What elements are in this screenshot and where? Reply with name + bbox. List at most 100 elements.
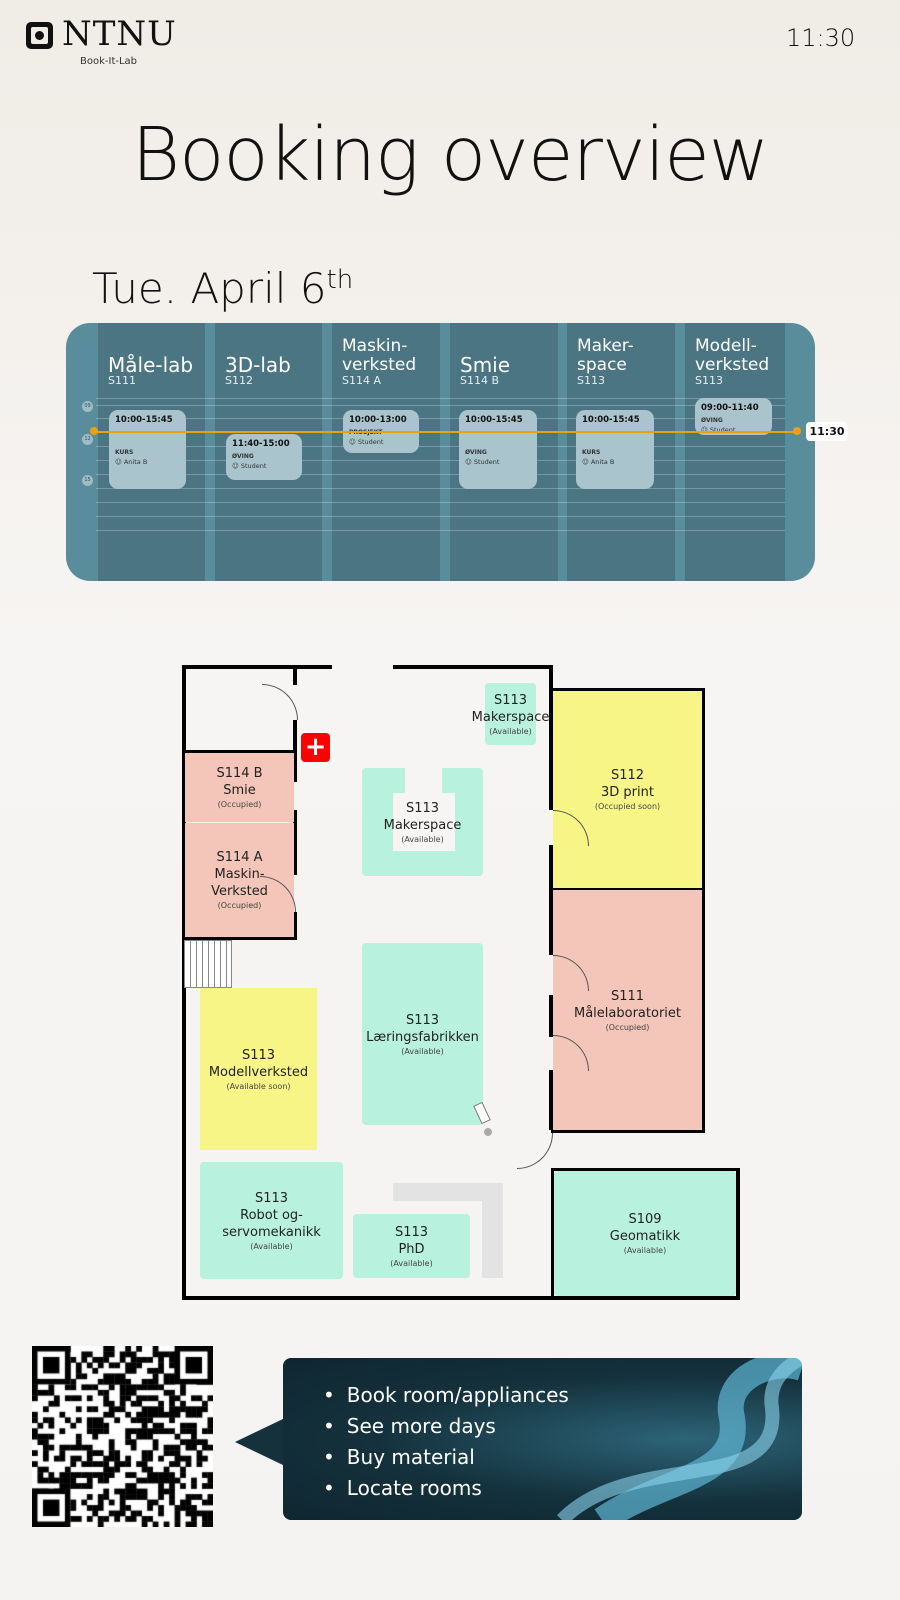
- first-aid-icon: +: [301, 733, 330, 762]
- room-name: Læringsfabrikken: [366, 1029, 479, 1045]
- promo-item: Locate rooms: [323, 1473, 569, 1504]
- clock: 11:30: [786, 24, 856, 52]
- booking-time: 10:00-15:45: [582, 415, 640, 425]
- booking-card[interactable]: 11:40-15:00 ØVING ☺ Student: [226, 434, 302, 480]
- booking-time: 10:00-13:00: [349, 415, 407, 425]
- room-code: S111: [610, 988, 645, 1004]
- wall: [551, 1130, 704, 1133]
- grid-line: [96, 446, 785, 447]
- booking-person: ☺ Student: [465, 458, 531, 466]
- room-status: (Occupied): [217, 901, 262, 910]
- room-name: Maskin- verksted: [342, 336, 417, 375]
- grid-line: [96, 418, 785, 419]
- wall: [736, 1168, 740, 1300]
- date-heading: Tue. April 6th: [92, 264, 353, 313]
- booking-card[interactable]: 09:00-11:40 ØVING ☺ Student: [695, 398, 772, 435]
- qr-code[interactable]: [32, 1346, 213, 1527]
- hour-label: 15: [82, 475, 93, 486]
- floor-room[interactable]: S113 Makerspace (Available): [472, 683, 549, 745]
- person-name: Student: [357, 438, 384, 446]
- dna-helix-icon: [556, 1358, 802, 1520]
- floor-room[interactable]: S111 Målelaboratoriet (Occupied): [553, 890, 702, 1130]
- promo-panel: Book room/appliances See more days Buy m…: [283, 1358, 802, 1520]
- room-name: Robot og- servomekanikk: [222, 1207, 321, 1240]
- booking-card[interactable]: 10:00-15:45 ØVING ☺ Student: [459, 410, 537, 489]
- promo-item: Book room/appliances: [323, 1380, 569, 1411]
- door: [517, 1133, 553, 1169]
- app-subtitle: Book-It-Lab: [80, 56, 138, 67]
- booking-timeline: Måle-lab S111 3D-lab S112 Maskin- verkst…: [66, 323, 815, 581]
- room-code: S112: [610, 768, 645, 783]
- current-time-line: [94, 431, 797, 433]
- room-column: Modell- verksted S113: [685, 323, 785, 581]
- floor-room[interactable]: S109 Geomatikk (Available): [554, 1171, 736, 1296]
- user-icon: ☺: [232, 462, 239, 470]
- room-code: S111: [108, 374, 136, 387]
- user-icon: ☺: [701, 426, 708, 434]
- hour-label: 09: [82, 401, 93, 412]
- floor-room[interactable]: S113 Robot og- servomekanikk (Available): [200, 1162, 343, 1279]
- room-status: (Available): [390, 1258, 433, 1268]
- booking-type: ØVING: [465, 449, 487, 456]
- stairs-icon: [184, 940, 232, 988]
- booking-card[interactable]: 10:00-15:45 KURS ☺ Anita B: [576, 410, 654, 489]
- room-name: Modell- verksted: [695, 336, 770, 375]
- room-code: S112: [225, 374, 253, 387]
- floor-room[interactable]: S112 3D print (Occupied soon): [553, 691, 702, 888]
- person-name: Student: [709, 426, 736, 434]
- room-name: Målelaboratoriet: [574, 1005, 681, 1021]
- person-name: Student: [240, 462, 267, 470]
- room-name: Makerspace: [383, 817, 462, 833]
- room-name: PhD: [398, 1241, 425, 1257]
- floor-room[interactable]: S113 PhD (Available): [353, 1214, 470, 1278]
- camera-mount: [484, 1128, 492, 1136]
- room-name: Smie: [460, 353, 511, 377]
- room-status: (Available): [401, 834, 444, 844]
- speech-pointer: [235, 1418, 285, 1466]
- floor-room[interactable]: S113 Makerspace (Available): [362, 768, 483, 876]
- room-code: S114 B: [216, 766, 263, 781]
- booking-card[interactable]: 10:00-15:45 KURS ☺ Anita B: [109, 410, 186, 489]
- room-status: (Available soon): [226, 1081, 291, 1091]
- floor-room[interactable]: S114 A Maskin- Verksted (Occupied): [185, 823, 294, 937]
- grid-line: [96, 398, 785, 399]
- floor-room[interactable]: S113 Læringsfabrikken (Available): [362, 943, 483, 1125]
- room-name: Smie: [223, 783, 256, 798]
- room-code: S114 B: [460, 374, 500, 387]
- door: [262, 684, 298, 720]
- room-code: S113: [695, 374, 723, 387]
- floor-room[interactable]: S113 Modellverksted (Available soon): [200, 988, 317, 1150]
- counter: [482, 1183, 503, 1278]
- grid-line: [96, 474, 785, 475]
- hour-label: 12: [82, 434, 93, 445]
- grid-line: [96, 460, 785, 461]
- current-time-dot: [793, 427, 801, 435]
- booking-type: KURS: [582, 449, 601, 456]
- room-code: S113: [254, 1190, 289, 1206]
- room-name: 3D-lab: [225, 353, 291, 377]
- room-status: (Available): [250, 1241, 293, 1251]
- room-status: (Available): [489, 726, 532, 736]
- grid-line: [96, 502, 785, 503]
- floor-room[interactable]: S114 B Smie (Occupied): [185, 753, 294, 822]
- room-status: (Occupied soon): [594, 802, 661, 811]
- room-status: (Occupied): [217, 800, 262, 809]
- promo-list: Book room/appliances See more days Buy m…: [323, 1380, 569, 1504]
- room-name: 3D print: [601, 785, 654, 800]
- page-title: Booking overview: [131, 112, 770, 198]
- current-time-dot: [90, 427, 98, 435]
- grid-line: [96, 405, 785, 406]
- room-code: S114 A: [342, 374, 381, 387]
- room-code: S113: [394, 1224, 429, 1240]
- booking-person: ☺ Student: [349, 438, 413, 446]
- room-code: S113: [241, 1047, 276, 1063]
- grid-line: [96, 488, 785, 489]
- booking-time: 09:00-11:40: [701, 403, 759, 413]
- user-icon: ☺: [115, 458, 122, 466]
- room-cutout: [393, 793, 455, 851]
- counter: [393, 1183, 503, 1201]
- room-name: Makerspace: [471, 709, 550, 725]
- wall: [393, 665, 553, 669]
- current-time-label: 11:30: [806, 422, 848, 441]
- wall: [702, 688, 705, 1133]
